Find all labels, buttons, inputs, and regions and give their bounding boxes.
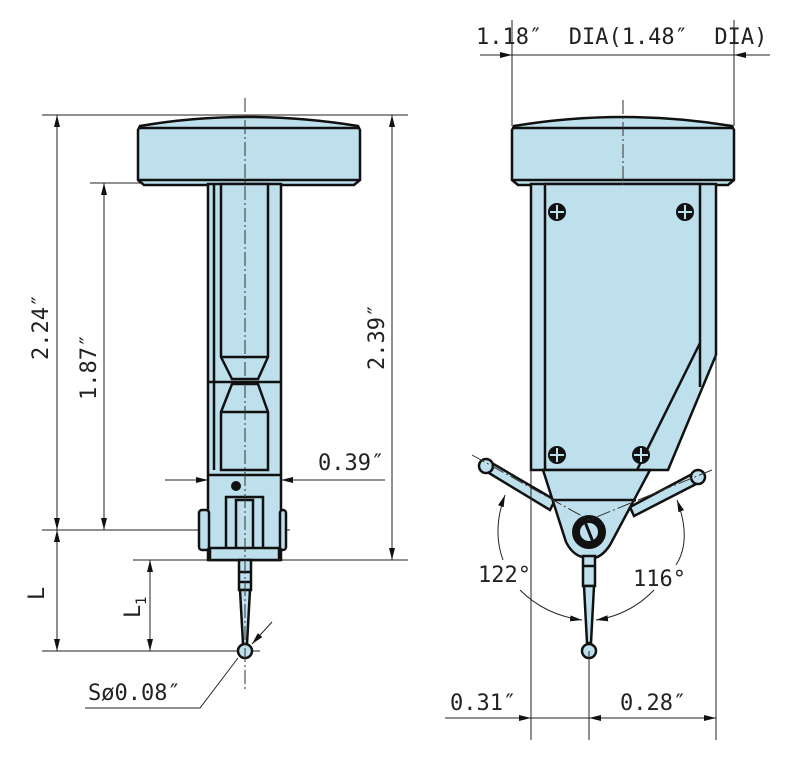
dim-ball-diameter: Sø0.08″: [88, 681, 181, 706]
dim-stem-width: 0.39″: [318, 451, 384, 476]
screw-icon: [676, 203, 694, 221]
pivot-icon: [572, 515, 606, 549]
dim-overall: 2.39″: [365, 304, 390, 370]
dim-total-height: 2.24″: [29, 294, 54, 360]
dim-left-offset: 0.31″: [450, 691, 516, 716]
stylus-arm-left: [477, 457, 557, 512]
side-view: 2.24″ 1.87″ 2.39″ 0.39″ L L 1 Sø0.08″: [25, 98, 408, 709]
dim-stem-height: 1.87″: [77, 334, 102, 400]
dim-L1: L 1: [121, 597, 150, 618]
dim-right-offset: 0.28″: [620, 691, 686, 716]
stylus-side: [236, 558, 254, 660]
angle-right-label: 116°: [633, 567, 686, 592]
dim-L: L: [25, 587, 50, 600]
stylus-front: [580, 554, 598, 660]
dim-L1-base: L: [121, 605, 146, 618]
dial-side: [136, 115, 362, 187]
dim-L1-sub: 1: [134, 597, 150, 605]
front-view: 1.18″ DIA(1.48″ DIA): [445, 20, 770, 740]
stylus-arm-right: [628, 468, 707, 518]
pin-icon: [231, 481, 241, 491]
dim-dial-diameter: 1.18″ DIA(1.48″ DIA): [476, 25, 767, 50]
indicator-body: [529, 182, 718, 560]
screw-icon: [548, 203, 566, 221]
clamp-knob-right: [278, 508, 288, 552]
clamp-knob-left: [197, 508, 211, 552]
screw-icon: [632, 446, 650, 464]
screw-icon: [548, 446, 566, 464]
angle-left-label: 122°: [478, 563, 531, 588]
stem: [197, 182, 288, 562]
